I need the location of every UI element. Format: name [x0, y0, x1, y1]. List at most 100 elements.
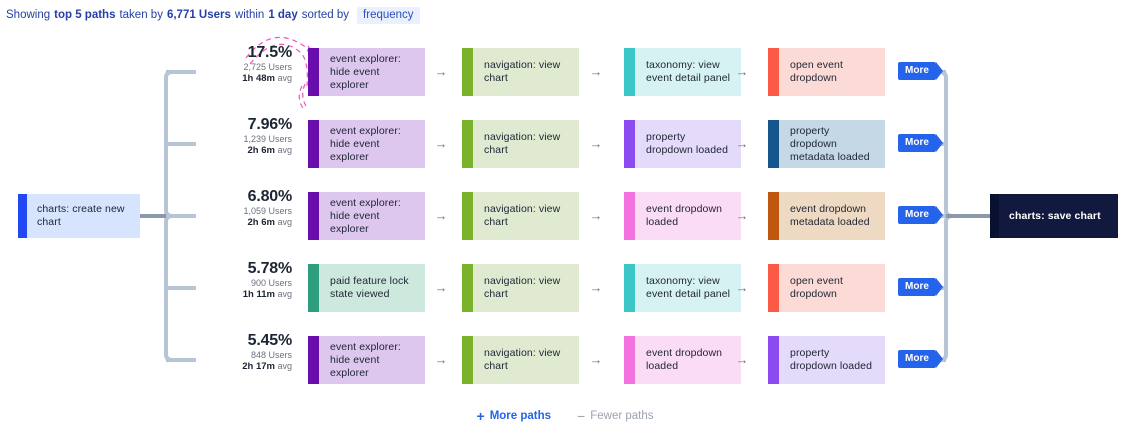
step-arrow-icon: → — [589, 208, 603, 223]
step-arrow-icon: → — [735, 352, 749, 367]
path-step-node[interactable]: event explorer: hide event explorer — [308, 120, 425, 168]
path-step-node[interactable]: taxonomy: view event detail panel — [624, 264, 741, 312]
path-step-accent — [768, 336, 779, 384]
path-step-node[interactable]: event dropdown loaded — [624, 192, 741, 240]
path-step-node[interactable]: property dropdown loaded — [624, 120, 741, 168]
path-step-label: event dropdown metadata loaded — [790, 203, 870, 228]
path-step-node[interactable]: open event dropdown — [768, 48, 885, 96]
step-arrow-icon: → — [434, 136, 448, 151]
path-step-label: open event dropdown — [790, 275, 843, 300]
path-step-label: event dropdown loaded — [646, 203, 723, 228]
path-step-accent — [462, 336, 473, 384]
sort-mode-chip[interactable]: frequency — [357, 6, 420, 24]
more-paths-button[interactable]: + More paths — [477, 408, 552, 424]
more-steps-button[interactable]: More — [898, 134, 943, 152]
path-step-node[interactable]: navigation: view chart — [462, 264, 579, 312]
more-steps-button[interactable]: More — [898, 206, 943, 224]
path-count-controls: + More paths − Fewer paths — [0, 408, 1130, 424]
path-step-label: open event dropdown — [790, 59, 843, 84]
path-step-node[interactable]: navigation: view chart — [462, 192, 579, 240]
path-step-node[interactable]: navigation: view chart — [462, 336, 579, 384]
target-node[interactable]: charts: save chart — [990, 194, 1118, 238]
path-avg-time-suffix: avg — [277, 217, 292, 227]
path-percentage: 5.45% — [247, 332, 293, 349]
header-user-count: 6,771 Users — [166, 9, 231, 21]
header-sorted-by: sorted by — [301, 9, 350, 21]
path-step-node[interactable]: event dropdown loaded — [624, 336, 741, 384]
path-step-node[interactable]: paid feature lock state viewed — [308, 264, 425, 312]
path-step-accent — [308, 264, 319, 312]
path-step-label: navigation: view chart — [484, 275, 561, 300]
more-steps-button[interactable]: More — [898, 278, 943, 296]
path-avg-time: 2h 6m avg — [230, 217, 293, 228]
path-step-label: taxonomy: view event detail panel — [646, 59, 731, 84]
path-step-node[interactable]: event explorer: hide event explorer — [308, 48, 425, 96]
path-user-count: 1,239 Users — [243, 134, 292, 144]
path-step-label: event explorer: hide event explorer — [330, 196, 401, 235]
fewer-paths-label: Fewer paths — [590, 410, 654, 422]
step-arrow-icon: → — [434, 280, 448, 295]
path-avg-time: 2h 6m avg — [230, 145, 293, 156]
path-step-node[interactable]: property dropdown metadata loaded — [768, 120, 885, 168]
step-arrow-icon: → — [434, 64, 448, 79]
path-step-accent — [308, 120, 319, 168]
step-arrow-icon: → — [735, 136, 749, 151]
path-step-accent — [308, 192, 319, 240]
header-within: within — [234, 9, 265, 21]
path-step-node[interactable]: event explorer: hide event explorer — [308, 192, 425, 240]
path-step-accent — [462, 264, 473, 312]
path-step-node[interactable]: open event dropdown — [768, 264, 885, 312]
path-user-count: 2,725 Users — [243, 62, 292, 72]
path-step-node[interactable]: property dropdown loaded — [768, 336, 885, 384]
step-arrow-icon: → — [434, 208, 448, 223]
path-step-label: navigation: view chart — [484, 203, 561, 228]
path-step-accent — [462, 120, 473, 168]
path-percentage: 6.80% — [247, 188, 293, 205]
path-step-label: navigation: view chart — [484, 59, 561, 84]
path-avg-time: 1h 48m avg — [230, 73, 292, 84]
path-step-accent — [462, 192, 473, 240]
path-avg-time-suffix: avg — [277, 145, 292, 155]
path-step-label: event explorer: hide event explorer — [330, 124, 401, 163]
source-node[interactable]: charts: create new chart — [18, 194, 140, 238]
path-step-label: navigation: view chart — [484, 131, 561, 156]
more-paths-label: More paths — [489, 410, 552, 422]
path-step-accent — [624, 264, 635, 312]
path-step-node[interactable]: taxonomy: view event detail panel — [624, 48, 741, 96]
target-node-label: charts: save chart — [1009, 209, 1101, 222]
path-avg-time-value: 2h 17m — [242, 361, 275, 372]
step-arrow-icon: → — [589, 136, 603, 151]
step-arrow-icon: → — [589, 64, 603, 79]
path-step-accent — [308, 48, 319, 96]
header-top-paths: top 5 paths — [54, 9, 116, 21]
path-step-node[interactable]: navigation: view chart — [462, 48, 579, 96]
path-step-label: navigation: view chart — [484, 347, 561, 372]
plus-icon: + — [476, 408, 485, 424]
path-step-node[interactable]: navigation: view chart — [462, 120, 579, 168]
more-steps-button[interactable]: More — [898, 62, 943, 80]
path-step-accent — [308, 336, 319, 384]
path-step-node[interactable]: event explorer: hide event explorer — [308, 336, 425, 384]
fewer-paths-button[interactable]: − Fewer paths — [577, 408, 653, 424]
path-avg-time-value: 1h 48m — [242, 73, 275, 84]
path-step-accent — [768, 192, 779, 240]
path-step-node[interactable]: event dropdown metadata loaded — [768, 192, 885, 240]
path-avg-time: 2h 17m avg — [230, 361, 292, 372]
step-arrow-icon: → — [735, 208, 749, 223]
more-steps-button[interactable]: More — [898, 350, 943, 368]
path-user-count: 900 Users — [250, 278, 292, 288]
path-percentage: 17.5% — [247, 44, 293, 61]
path-percentage: 7.96% — [247, 116, 293, 133]
path-step-accent — [768, 264, 779, 312]
path-avg-time-suffix: avg — [277, 361, 292, 371]
path-user-count: 848 Users — [250, 350, 292, 360]
